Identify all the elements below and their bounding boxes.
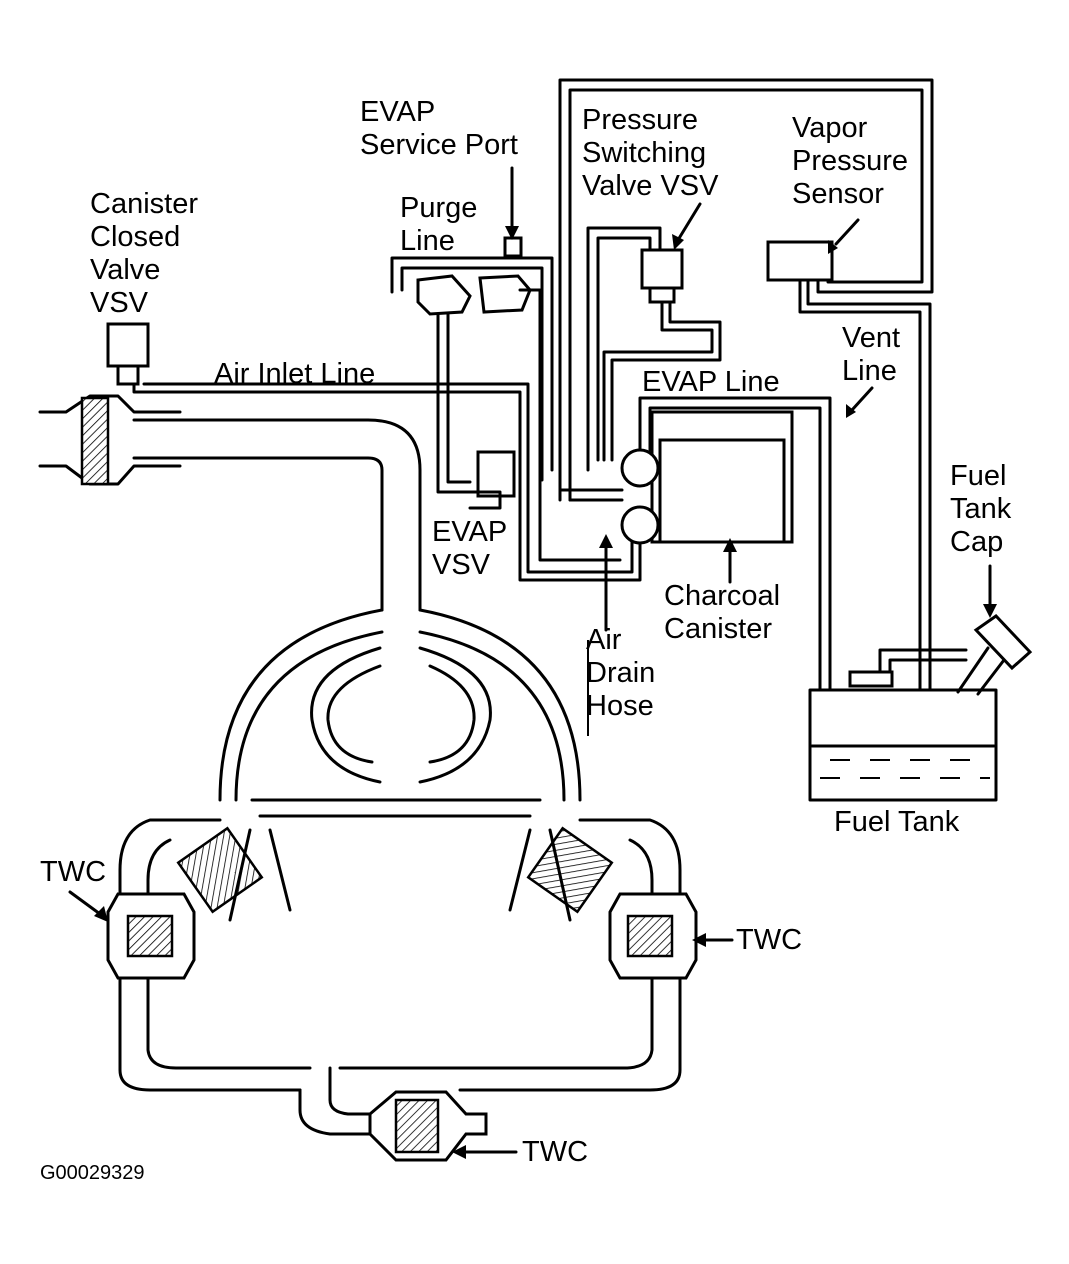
label-line: Canister [90, 188, 198, 220]
label-twc-left: TWC [40, 856, 107, 888]
label-line: Tank [950, 493, 1012, 525]
leader-arrows [68, 166, 997, 1159]
twc-right [608, 892, 698, 980]
label-line: Line [400, 225, 455, 257]
label-line: Hose [586, 690, 654, 722]
label-line: Switching [582, 137, 707, 169]
label-line: Fuel [950, 460, 1007, 492]
fuel-tank [808, 614, 1033, 802]
label-vent-line: Vent Line [842, 322, 900, 388]
label-line: Cap [950, 526, 1004, 558]
label-line: Drain [586, 657, 656, 689]
label-line: Pressure [582, 104, 699, 136]
label-air-drain-hose: Air Drain Hose [586, 624, 655, 723]
label-line: Valve VSV [582, 170, 719, 202]
label-purge-line: Purge Line [400, 192, 477, 258]
figure-code: G00029329 [40, 1162, 145, 1184]
label-line: VSV [90, 287, 149, 319]
label-line: Vapor [792, 112, 868, 144]
label-line: Valve [90, 254, 161, 286]
engine [118, 608, 682, 1092]
label-line: Closed [90, 221, 181, 253]
label-line: Sensor [792, 178, 884, 210]
label-line: Charcoal [664, 580, 781, 612]
label-pressure-switching-valve: Pressure Switching Valve VSV [582, 104, 718, 203]
label-line: Canister [664, 613, 772, 645]
label-line: Pressure [792, 145, 909, 177]
evap-vsv [468, 450, 516, 510]
twc-bottom [298, 1066, 488, 1162]
label-line: Line [842, 355, 897, 387]
label-canister-closed-valve: Canister Closed Valve VSV [90, 188, 198, 320]
label-fuel-tank-cap: Fuel Tank Cap [950, 460, 1011, 559]
label-line: Service Port [360, 129, 518, 161]
label-evap-line: EVAP Line [642, 366, 780, 398]
vapor-pressure-sensor [766, 240, 932, 692]
label-evap-vsv: EVAP VSV [432, 516, 507, 582]
label-line: Vent [842, 322, 901, 354]
label-line: Air [586, 624, 622, 656]
label-vapor-pressure-sensor: Vapor Pressure Sensor [792, 112, 908, 211]
label-evap-service-port: EVAP Service Port [360, 96, 518, 162]
canister-closed-valve-vsv [106, 322, 642, 582]
air-intake [38, 394, 422, 612]
label-charcoal-canister: Charcoal Canister [664, 580, 780, 646]
label-twc-right: TWC [736, 924, 803, 956]
pressure-switching-valve-vsv [586, 226, 722, 472]
label-line: EVAP [432, 516, 508, 548]
purge-line [390, 236, 622, 562]
vapor-line-top [558, 78, 934, 502]
label-fuel-tank: Fuel Tank [834, 806, 960, 838]
label-line: VSV [432, 549, 491, 581]
label-line: Purge [400, 192, 478, 224]
label-line: EVAP [360, 96, 436, 128]
label-air-inlet-line: Air Inlet Line [214, 358, 376, 390]
twc-left [106, 892, 196, 980]
charcoal-canister [558, 396, 832, 692]
label-twc-bottom: TWC [522, 1136, 589, 1168]
